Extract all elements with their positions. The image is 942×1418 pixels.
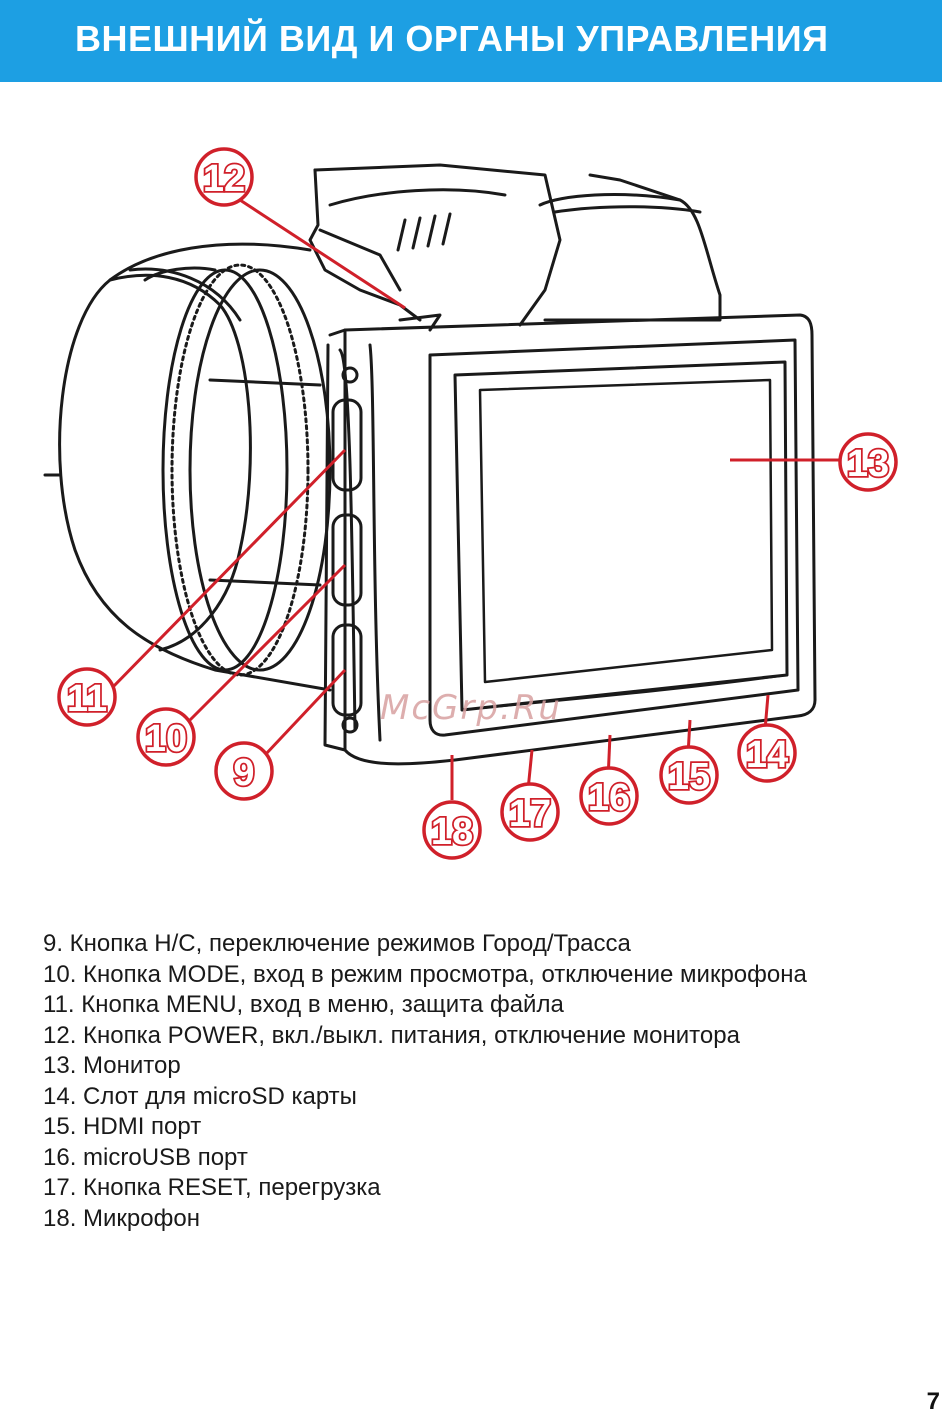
callout-10: 10: [136, 707, 196, 767]
svg-text:16: 16: [588, 777, 630, 819]
legend-item: 9. Кнопка Н/С, переключение режимов Горо…: [43, 930, 631, 957]
camera-body: [323, 313, 817, 766]
legend-item: 13. Монитор: [43, 1052, 181, 1079]
svg-text:18: 18: [431, 811, 473, 853]
callout-9: 9: [214, 741, 274, 801]
legend-item: 15. HDMI порт: [43, 1113, 202, 1140]
svg-text:12: 12: [203, 158, 245, 200]
legend-item: 12. Кнопка POWER, вкл./выкл. питания, от…: [43, 1021, 740, 1049]
legend-item: 10. Кнопка MODE, вход в режим просмотра,…: [43, 960, 807, 988]
legend-item: 18. Микрофон: [43, 1204, 200, 1232]
callout-18: 18: [422, 800, 482, 860]
svg-text:11: 11: [67, 678, 107, 720]
callout-15: 15: [659, 745, 719, 805]
camera-top: [308, 163, 722, 327]
header-bar: ВНЕШНИЙ ВИД И ОРГАНЫ УПРАВЛЕНИЯ: [0, 0, 942, 82]
legend-item: 14. Слот для microSD карты: [43, 1082, 357, 1110]
svg-text:13: 13: [847, 443, 889, 485]
callout-14: 14: [737, 723, 797, 783]
svg-text:15: 15: [668, 756, 710, 798]
watermark: McGrp.Ru: [380, 688, 562, 728]
callout-12: 12: [194, 147, 254, 207]
lens-barrel: [43, 242, 332, 692]
callouts: 12 13 11 10 9 18 17 16 15 14: [57, 147, 898, 860]
page-title: ВНЕШНИЙ ВИД И ОРГАНЫ УПРАВЛЕНИЯ: [75, 18, 829, 59]
callout-16: 16: [579, 766, 639, 826]
svg-text:17: 17: [509, 793, 551, 835]
legend-item: 16. microUSB порт: [43, 1143, 248, 1171]
svg-text:9: 9: [233, 752, 254, 794]
callout-11: 11: [57, 667, 117, 727]
callout-13: 13: [838, 432, 898, 492]
controls-legend: 9. Кнопка Н/С, переключение режимов Горо…: [43, 929, 807, 1234]
svg-text:10: 10: [145, 718, 187, 760]
camera-diagram: 12 13 11 10 9 18 17 16 15 14: [43, 147, 898, 860]
legend-item: 17. Кнопка RESET, перегрузка: [43, 1174, 381, 1201]
legend-item: 11. Кнопка MENU, вход в меню, защита фай…: [43, 991, 564, 1018]
side-buttons: [331, 366, 363, 734]
page-number: 7: [926, 1388, 940, 1415]
svg-text:14: 14: [746, 734, 788, 776]
callout-17: 17: [500, 782, 560, 842]
screen-bezel: [428, 338, 800, 737]
